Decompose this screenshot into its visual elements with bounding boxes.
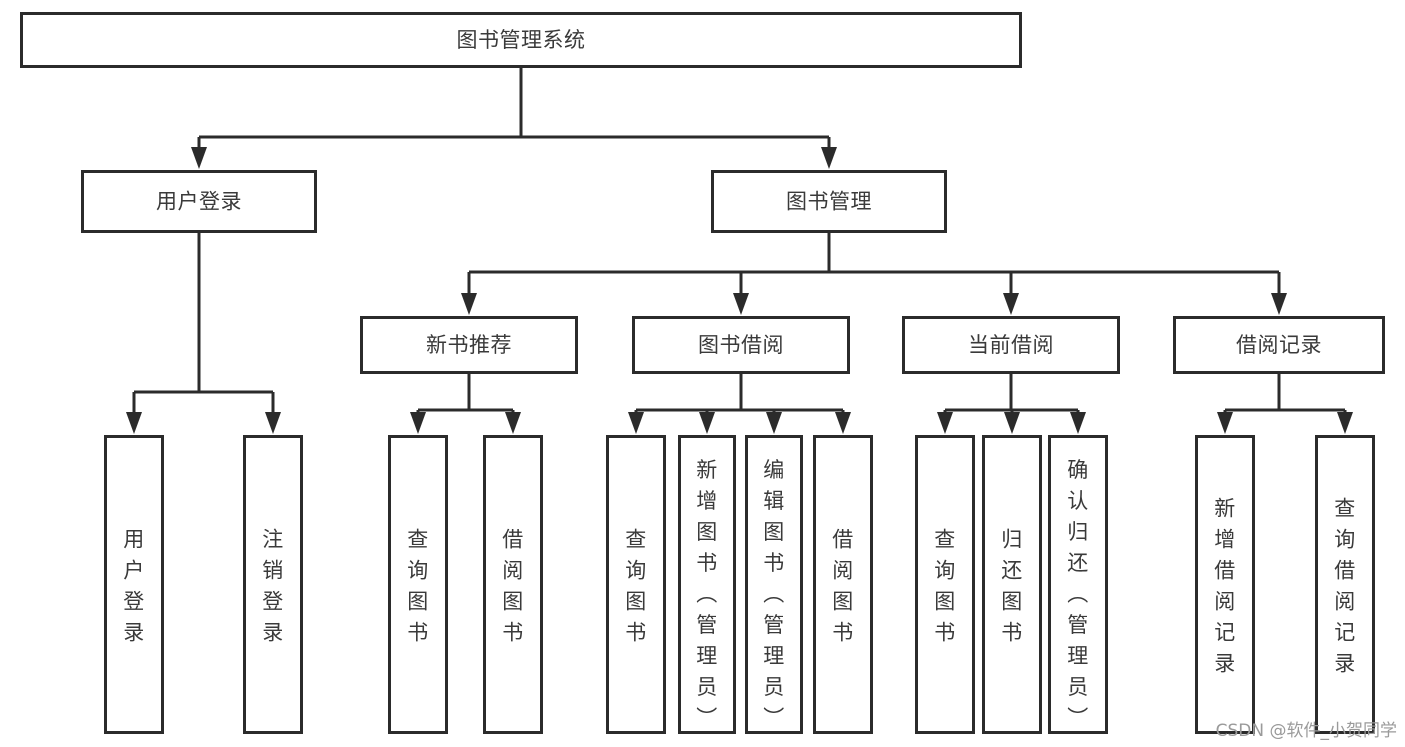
node-label-leaf-borrow-add: 新增图书︵管理员︶	[696, 458, 718, 730]
node-box-leaf-user-logout[interactable]	[243, 435, 303, 734]
node-box-leaf-user-login[interactable]	[104, 435, 164, 734]
node-layer: 图书管理系统用户登录图书管理新书推荐图书借阅当前借阅借阅记录用户登录注销登录查询…	[20, 12, 1385, 734]
connector-group	[461, 233, 1287, 315]
node-leaf-borrow-query[interactable]: 查询图书	[606, 435, 666, 734]
node-leaf-user-logout[interactable]: 注销登录	[243, 435, 303, 734]
node-leaf-borrow-edit[interactable]: 编辑图书︵管理员︶	[745, 435, 803, 734]
node-box-leaf-borrow-add[interactable]	[678, 435, 736, 734]
arrow-head-icon	[126, 412, 142, 434]
node-leaf-cur-confirm[interactable]: 确认归还︵管理员︶	[1048, 435, 1108, 734]
node-book-borrow[interactable]: 图书借阅	[632, 316, 850, 374]
node-leaf-cur-query[interactable]: 查询图书	[915, 435, 975, 734]
connector-group	[1217, 374, 1353, 434]
node-label-leaf-user-login: 用户登录	[123, 528, 145, 645]
arrow-head-icon	[1004, 412, 1020, 434]
connector-group	[937, 374, 1086, 434]
node-box-user-login[interactable]	[81, 170, 317, 233]
node-label-user-login: 用户登录	[156, 190, 242, 214]
node-box-leaf-borrow-query[interactable]	[606, 435, 666, 734]
arrow-head-icon	[733, 293, 749, 315]
node-leaf-rec-search[interactable]: 查询借阅记录	[1315, 435, 1375, 734]
node-leaf-rec-borrow[interactable]: 借阅图书	[483, 435, 543, 734]
node-label-leaf-rec-add: 新增借阅记录	[1214, 497, 1236, 676]
arrow-head-icon	[461, 293, 477, 315]
node-label-root: 图书管理系统	[457, 28, 586, 52]
node-label-borrow-record: 借阅记录	[1236, 333, 1322, 357]
arrow-head-icon	[699, 412, 715, 434]
node-box-borrow-record[interactable]	[1173, 316, 1385, 374]
arrow-head-icon	[628, 412, 644, 434]
arrow-head-icon	[937, 412, 953, 434]
arrow-head-icon	[265, 412, 281, 434]
edge-layer	[126, 68, 1353, 434]
connector-group	[628, 374, 851, 434]
node-box-leaf-borrow-edit[interactable]	[745, 435, 803, 734]
node-label-leaf-user-logout: 注销登录	[262, 528, 284, 645]
node-user-login[interactable]: 用户登录	[81, 170, 317, 233]
node-box-leaf-cur-confirm[interactable]	[1048, 435, 1108, 734]
node-label-current-borrow: 当前借阅	[968, 333, 1054, 357]
node-box-root[interactable]	[20, 12, 1022, 68]
node-label-book-borrow: 图书借阅	[698, 333, 784, 357]
node-box-current-borrow[interactable]	[902, 316, 1120, 374]
node-borrow-record[interactable]: 借阅记录	[1173, 316, 1385, 374]
node-label-new-book-rec: 新书推荐	[426, 333, 512, 357]
node-label-leaf-rec-query: 查询图书	[407, 528, 429, 645]
node-label-leaf-cur-query: 查询图书	[934, 528, 956, 645]
node-current-borrow[interactable]: 当前借阅	[902, 316, 1120, 374]
node-box-leaf-rec-search[interactable]	[1315, 435, 1375, 734]
node-book-manage[interactable]: 图书管理	[711, 170, 947, 233]
arrow-head-icon	[191, 147, 207, 169]
node-label-leaf-borrow-edit: 编辑图书︵管理员︶	[763, 458, 785, 730]
node-box-leaf-borrow-do[interactable]	[813, 435, 873, 734]
node-label-leaf-rec-borrow: 借阅图书	[502, 528, 524, 645]
connector-group	[126, 233, 281, 434]
node-label-leaf-rec-search: 查询借阅记录	[1334, 497, 1356, 676]
node-box-book-borrow[interactable]	[632, 316, 850, 374]
node-box-new-book-rec[interactable]	[360, 316, 578, 374]
node-box-leaf-rec-query[interactable]	[388, 435, 448, 734]
node-leaf-cur-return[interactable]: 归还图书	[982, 435, 1042, 734]
node-box-leaf-cur-return[interactable]	[982, 435, 1042, 734]
node-leaf-rec-query[interactable]: 查询图书	[388, 435, 448, 734]
arrow-head-icon	[766, 412, 782, 434]
node-label-leaf-borrow-do: 借阅图书	[832, 528, 854, 645]
arrow-head-icon	[835, 412, 851, 434]
node-label-leaf-cur-return: 归还图书	[1001, 528, 1023, 645]
connector-group	[191, 68, 837, 169]
arrow-head-icon	[1271, 293, 1287, 315]
arrow-head-icon	[410, 412, 426, 434]
node-box-leaf-rec-add[interactable]	[1195, 435, 1255, 734]
node-leaf-user-login[interactable]: 用户登录	[104, 435, 164, 734]
arrow-head-icon	[821, 147, 837, 169]
node-label-leaf-cur-confirm: 确认归还︵管理员︶	[1067, 458, 1089, 730]
arrow-head-icon	[1070, 412, 1086, 434]
arrow-head-icon	[1003, 293, 1019, 315]
node-label-leaf-borrow-query: 查询图书	[625, 528, 647, 645]
node-new-book-rec[interactable]: 新书推荐	[360, 316, 578, 374]
arrow-head-icon	[1217, 412, 1233, 434]
node-label-book-manage: 图书管理	[786, 190, 872, 214]
node-root[interactable]: 图书管理系统	[20, 12, 1022, 68]
node-leaf-borrow-add[interactable]: 新增图书︵管理员︶	[678, 435, 736, 734]
node-leaf-borrow-do[interactable]: 借阅图书	[813, 435, 873, 734]
node-box-book-manage[interactable]	[711, 170, 947, 233]
connector-group	[410, 374, 521, 434]
node-leaf-rec-add[interactable]: 新增借阅记录	[1195, 435, 1255, 734]
node-box-leaf-cur-query[interactable]	[915, 435, 975, 734]
node-box-leaf-rec-borrow[interactable]	[483, 435, 543, 734]
arrow-head-icon	[1337, 412, 1353, 434]
arrow-head-icon	[505, 412, 521, 434]
